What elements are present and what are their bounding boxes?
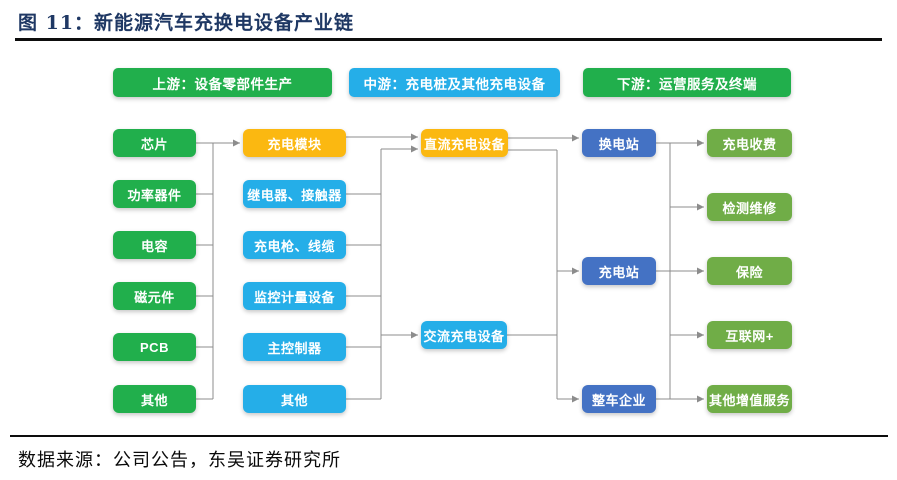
figure-title: 图 11：新能源汽车充换电设备产业链: [18, 12, 355, 34]
node-inspection-maintenance: 检测维修: [707, 193, 792, 221]
source-note: 数据来源：公司公告，东吴证券研究所: [18, 450, 341, 471]
node-battery-swap-station: 换电站: [582, 129, 656, 157]
bottom-rule: [10, 435, 888, 437]
node-other-value-added: 其他增值服务: [707, 385, 792, 413]
node-internet-plus: 互联网+: [707, 321, 792, 349]
node-other-upstream: 其他: [113, 385, 196, 413]
node-dc-charging-equipment: 直流充电设备: [421, 129, 508, 157]
node-capacitor: 电容: [113, 231, 196, 259]
node-magnetic-component: 磁元件: [113, 282, 196, 310]
node-chip: 芯片: [113, 129, 196, 157]
header-midstream: 中游：充电桩及其他充电设备: [349, 68, 560, 97]
node-charging-station: 充电站: [582, 257, 656, 285]
header-upstream: 上游：设备零部件生产: [113, 68, 332, 97]
node-monitoring-metering: 监控计量设备: [243, 282, 346, 310]
node-charging-module: 充电模块: [243, 129, 346, 157]
node-ac-charging-equipment: 交流充电设备: [421, 321, 507, 349]
node-charging-fee: 充电收费: [707, 129, 792, 157]
node-main-controller: 主控制器: [243, 333, 346, 361]
header-downstream: 下游：运营服务及终端: [583, 68, 791, 97]
node-other-midstream: 其他: [243, 385, 346, 413]
node-insurance: 保险: [707, 257, 792, 285]
node-pcb: PCB: [113, 333, 196, 361]
node-relay-contactor: 继电器、接触器: [243, 180, 346, 208]
node-charging-gun-cable: 充电枪、线缆: [243, 231, 346, 259]
node-vehicle-oem: 整车企业: [582, 385, 656, 413]
top-rule: [15, 38, 882, 41]
node-power-device: 功率器件: [113, 180, 196, 208]
